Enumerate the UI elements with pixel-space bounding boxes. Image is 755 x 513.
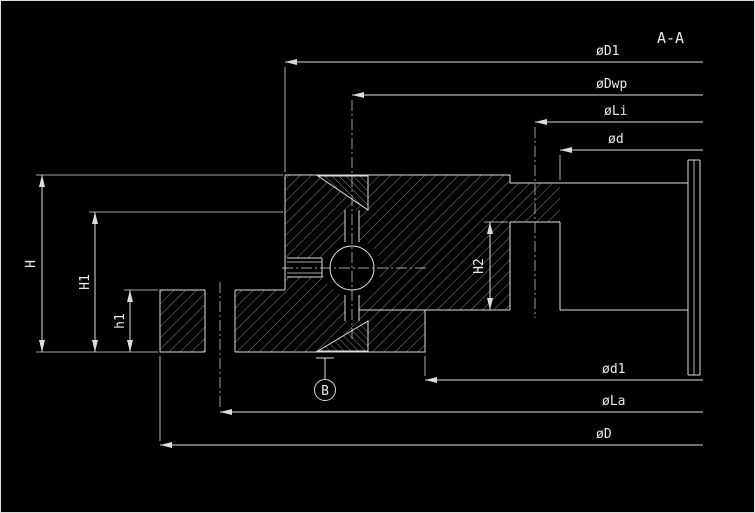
lower-seal bbox=[316, 320, 369, 352]
dim-label-Dwp: øDwp bbox=[596, 77, 627, 92]
dimension-labels: øD1 øDwp øLi ød ød1 øLa øD H H1 h1 H2 bbox=[24, 44, 627, 442]
dim-label-H: H bbox=[24, 260, 39, 268]
gear-rim bbox=[687, 159, 701, 376]
dimension-lines bbox=[39, 59, 703, 448]
centerlines bbox=[219, 100, 536, 410]
dim-label-H2: H2 bbox=[472, 258, 487, 274]
detail-callout-circle bbox=[314, 379, 336, 401]
grease-hole bbox=[287, 258, 322, 277]
extension-lines bbox=[36, 67, 561, 441]
part-outlines bbox=[159, 174, 688, 353]
section-title: A-A bbox=[657, 29, 684, 47]
dim-label-d: ød bbox=[608, 132, 624, 147]
dim-label-D1: øD1 bbox=[596, 44, 619, 59]
raceway-gap-bottom bbox=[345, 295, 359, 321]
raceway-gap-top bbox=[345, 210, 359, 242]
dim-label-Li: øLi bbox=[604, 104, 627, 119]
dim-label-H1: H1 bbox=[78, 274, 93, 290]
dim-label-d1: ød1 bbox=[602, 362, 625, 377]
seal-wedges bbox=[316, 175, 369, 352]
dim-label-h1: h1 bbox=[113, 313, 128, 329]
detail-callout-b: B bbox=[314, 357, 336, 401]
detail-callout-label: B bbox=[321, 384, 329, 399]
inner-ring-hatch bbox=[352, 175, 560, 310]
dim-label-La: øLa bbox=[602, 394, 625, 409]
upper-seal bbox=[316, 175, 369, 211]
dim-label-D: øD bbox=[596, 427, 612, 442]
